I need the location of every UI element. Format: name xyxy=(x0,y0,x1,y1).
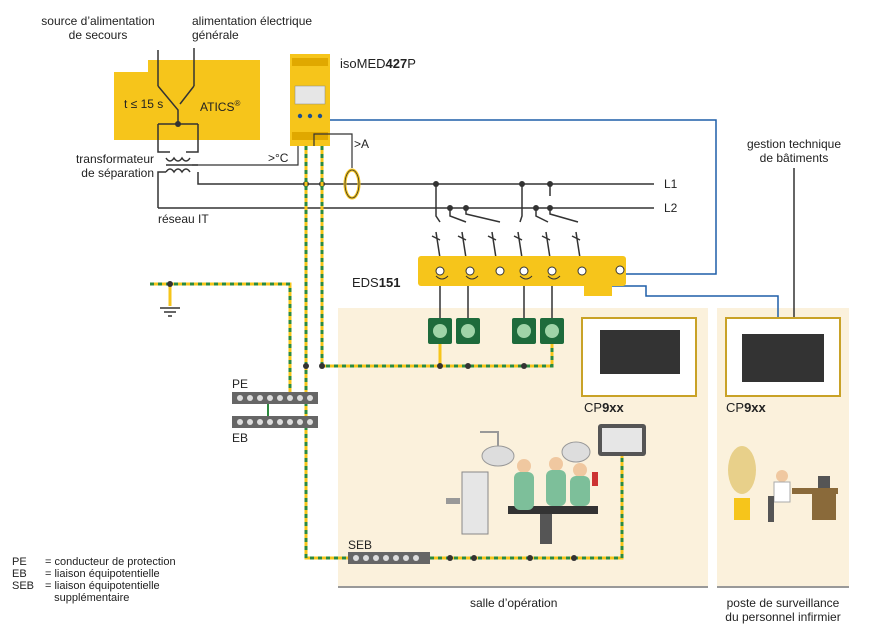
cp-left-bold: 9xx xyxy=(602,400,624,415)
atics-label: ATICS® xyxy=(200,97,240,114)
seb-busbar xyxy=(348,552,430,564)
current-label: >A xyxy=(354,137,370,151)
eds-device xyxy=(418,256,626,296)
l2-label: L2 xyxy=(664,201,678,215)
cp-right-prefix: CP xyxy=(726,400,745,415)
legend-desc: = liaison équipotentielle xyxy=(45,568,160,580)
legend-desc: = liaison équipotentielle supplémentaire xyxy=(45,580,160,604)
atics-name: ATICS xyxy=(200,100,235,114)
socket-icon xyxy=(428,318,564,344)
main-supply-label: alimentation électrique générale xyxy=(192,14,313,42)
isomed-label: isoMED427P xyxy=(340,57,416,71)
pe-busbar xyxy=(232,392,318,404)
transformer-label: transformateur de séparation xyxy=(75,152,154,180)
atics-unit xyxy=(114,60,260,140)
legend-desc: = conducteur de protection xyxy=(45,556,176,568)
cp-right-bold: 9xx xyxy=(744,400,766,415)
building-mgmt-label: gestion technique de bâtiments xyxy=(746,137,842,165)
bus-line-main xyxy=(330,119,717,275)
seb-label: SEB xyxy=(348,538,373,552)
pe-label: PE xyxy=(232,377,249,391)
isomed-suffix: P xyxy=(407,56,416,71)
nurse-station-label: poste de surveillance du personnel infir… xyxy=(725,596,841,624)
legend-row: SEB = liaison équipotentielle supplémenta… xyxy=(12,580,176,604)
eb-label: EB xyxy=(232,431,249,445)
cp-panel-left xyxy=(581,317,697,397)
ground-icon xyxy=(160,307,180,317)
eb-busbar xyxy=(232,416,318,428)
emergency-source-label: source d’alimentation de secours xyxy=(41,14,155,42)
operating-scene-illustration xyxy=(446,424,646,544)
it-network-label: réseau IT xyxy=(158,212,209,226)
legend-abbr: PE xyxy=(12,556,27,568)
cp-panel-right xyxy=(725,317,841,397)
bus-line-cp xyxy=(600,285,779,318)
transfer-time-label: t ≤ 15 s xyxy=(124,97,164,111)
isomed-prefix: isoMED xyxy=(340,56,386,71)
legend-row: PE = conducteur de protection xyxy=(12,556,176,568)
temp-label: >°C xyxy=(268,151,289,165)
atics-reg: ® xyxy=(234,99,241,108)
legend-row: EB = liaison équipotentielle xyxy=(12,568,176,580)
nurse-station-illustration xyxy=(728,446,838,522)
legend-abbr: SEB xyxy=(12,580,35,592)
legend-abbr: EB xyxy=(12,568,27,580)
cp-left-prefix: CP xyxy=(584,400,603,415)
eds-prefix: EDS xyxy=(352,275,379,290)
eds-label: EDS151 xyxy=(352,276,400,290)
cp-left-label: CP9xx xyxy=(584,401,624,415)
operating-room-label: salle d’opération xyxy=(470,596,558,610)
cp-right-label: CP9xx xyxy=(726,401,766,415)
isomed-device xyxy=(290,54,330,146)
eds-bold: 151 xyxy=(378,275,401,290)
legend: PE = conducteur de protection EB = liaison… xyxy=(12,556,176,604)
isomed-bold: 427 xyxy=(385,56,408,71)
l1-label: L1 xyxy=(664,177,678,191)
